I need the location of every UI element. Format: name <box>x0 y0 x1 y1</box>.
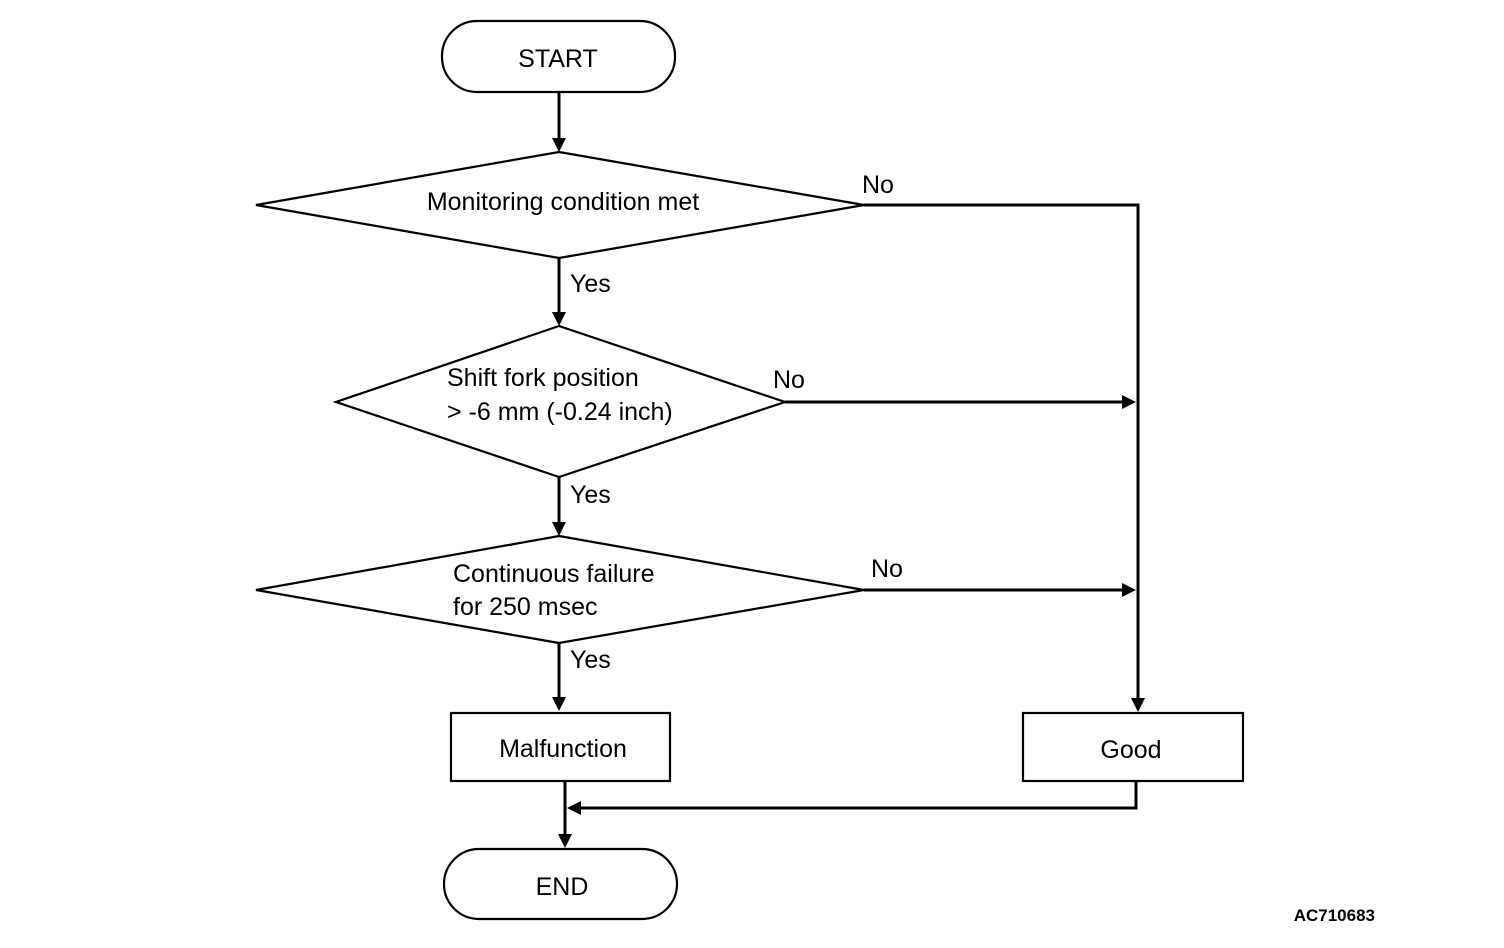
decision-shift-fork-label-line2: > -6 mm (-0.24 inch) <box>447 398 673 426</box>
yes-label-continuous-failure: Yes <box>570 646 611 674</box>
no-label-continuous-failure: No <box>871 555 903 583</box>
start-label: START <box>518 45 598 73</box>
yes-label-monitoring: Yes <box>570 270 611 298</box>
connector-monitoring-no <box>864 203 1140 700</box>
arrowhead-continuous-failure-no <box>1122 583 1136 597</box>
arrowhead-shift-fork-no <box>1122 395 1136 409</box>
decision-continuous-failure-label-line1: Continuous failure <box>453 560 655 588</box>
yes-label-shift-fork: Yes <box>570 481 611 509</box>
malfunction-box <box>449 711 672 783</box>
arrowhead-monitoring-yes <box>552 312 566 326</box>
no-label-monitoring: No <box>862 171 894 199</box>
arrowhead-start-to-monitoring <box>552 138 566 152</box>
figure-code: AC710683 <box>1294 906 1375 925</box>
decision-shift-fork-label-line1: Shift fork position <box>447 364 639 392</box>
good-box <box>1021 711 1245 783</box>
connector-good-to-merge <box>579 781 1138 810</box>
arrowhead-to-good <box>1131 698 1145 712</box>
no-label-shift-fork: No <box>773 366 805 394</box>
arrowhead-to-end <box>558 834 572 848</box>
arrowhead-continuous-failure-yes <box>552 697 566 711</box>
arrowhead-shift-fork-yes <box>552 522 566 536</box>
end-label: END <box>536 873 589 901</box>
malfunction-label: Malfunction <box>499 735 627 763</box>
good-label: Good <box>1100 736 1161 764</box>
decision-continuous-failure <box>255 534 865 645</box>
arrowhead-good-to-merge <box>567 801 581 815</box>
decision-continuous-failure-label-line2: for 250 msec <box>453 593 598 621</box>
end-terminal <box>442 847 679 921</box>
decision-monitoring-condition-label: Monitoring condition met <box>427 188 699 216</box>
